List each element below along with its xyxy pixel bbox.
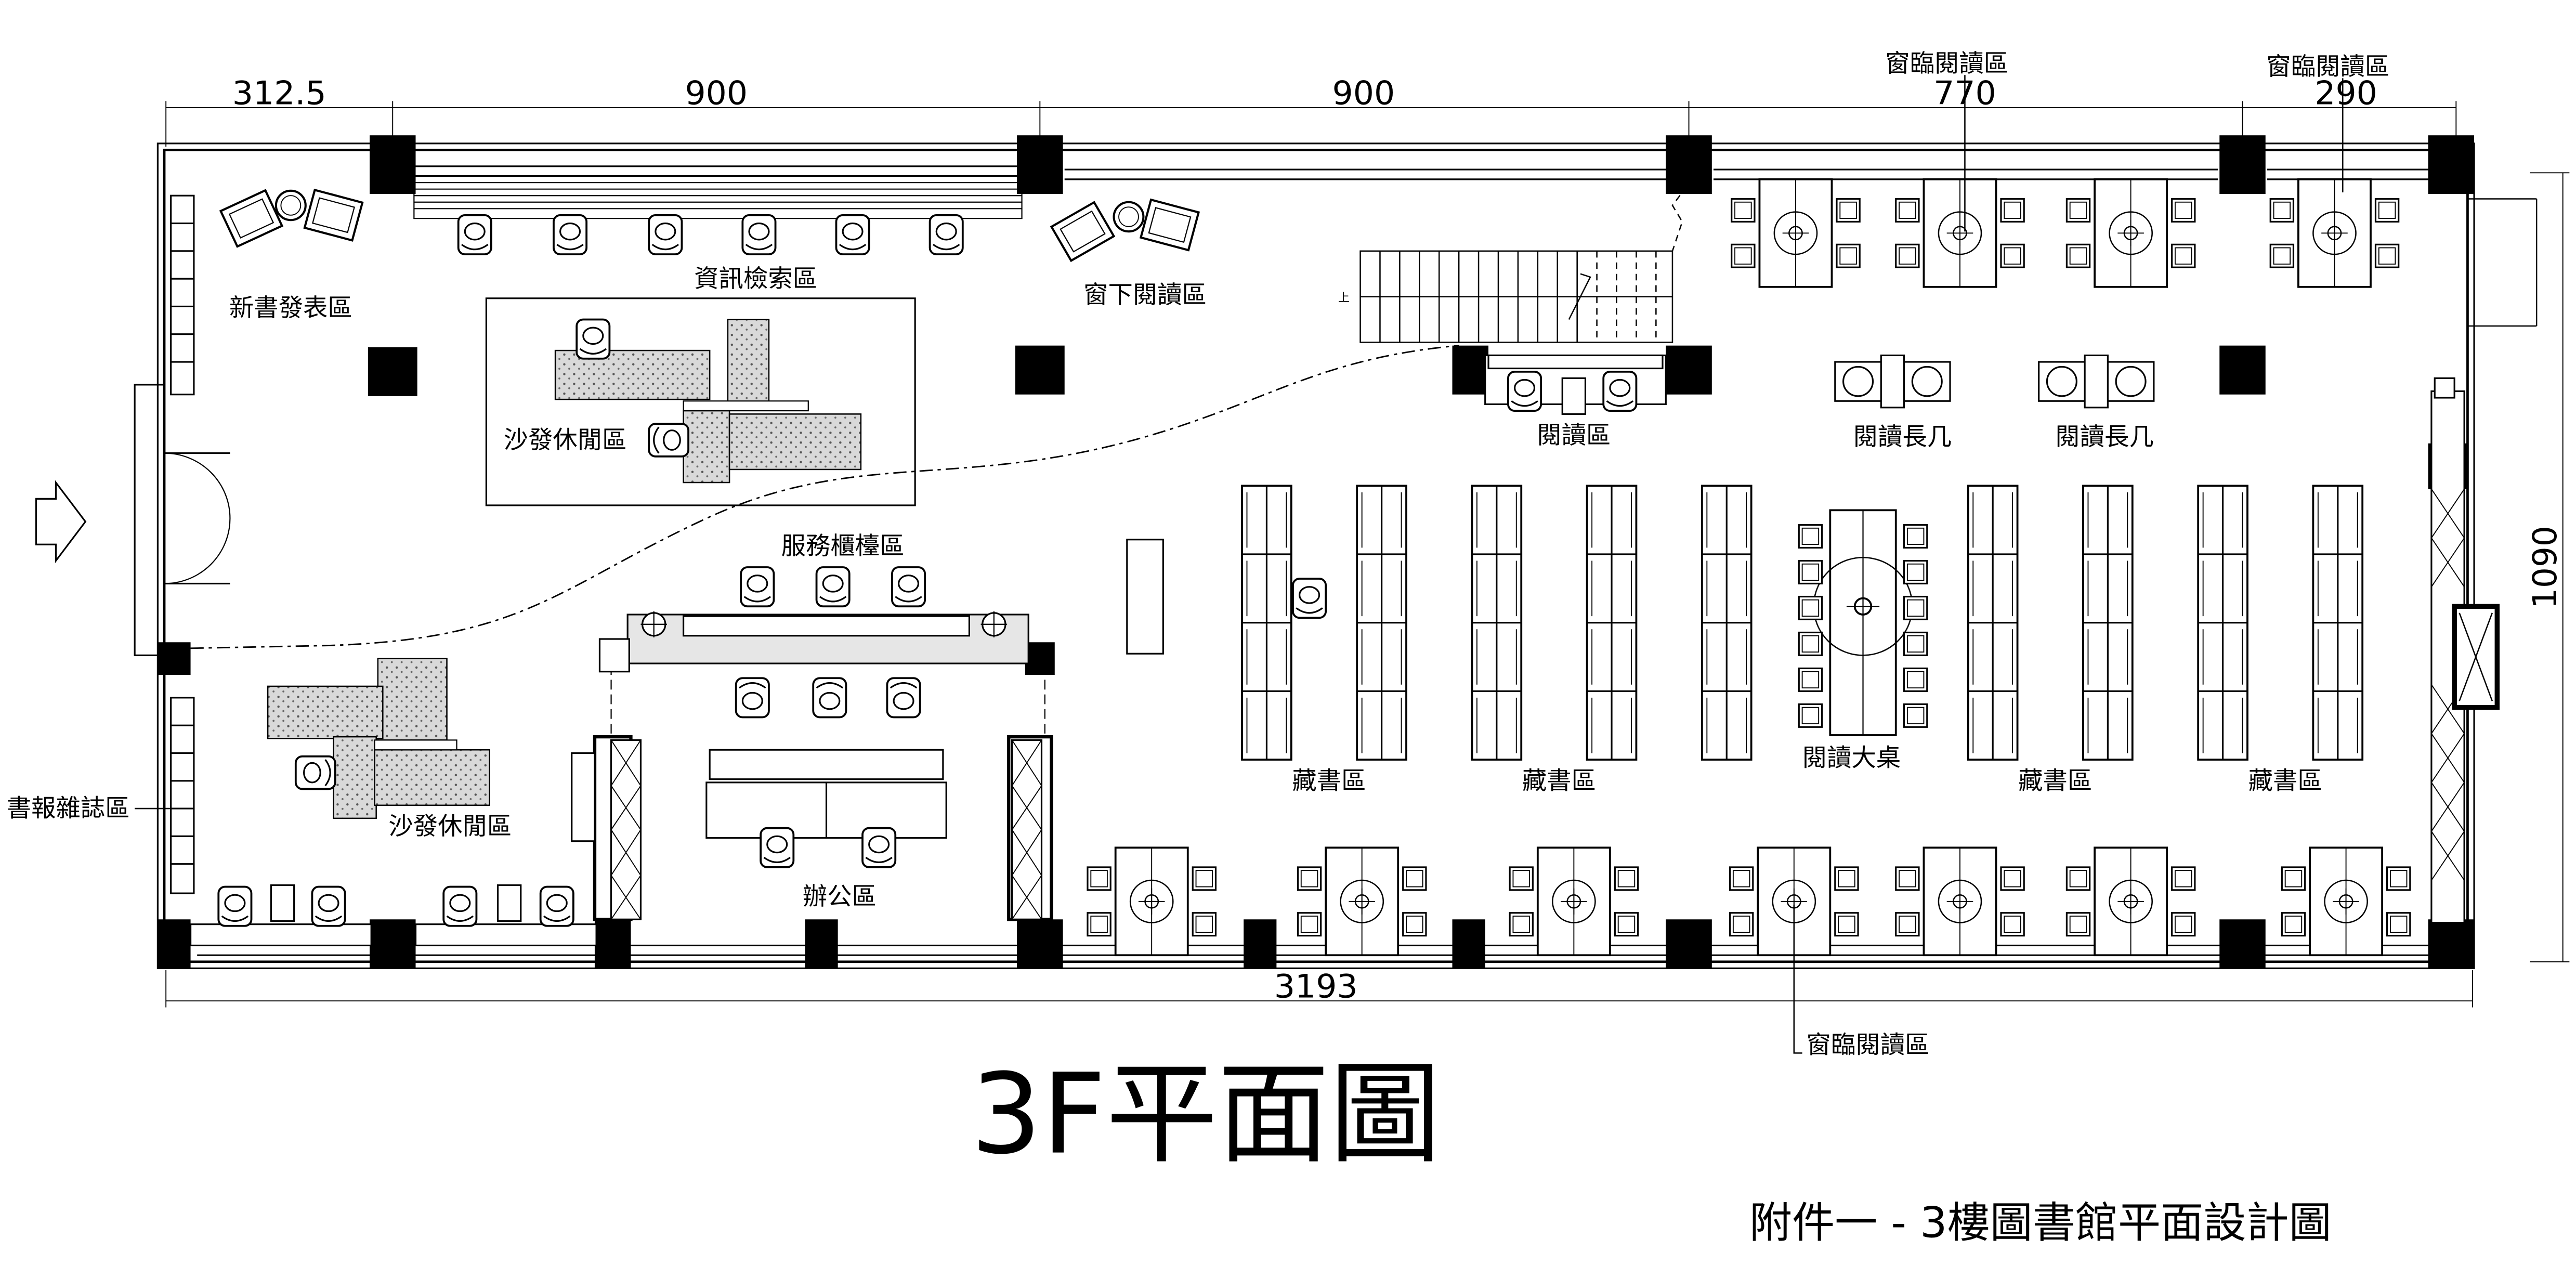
stair-up-label: 上	[1338, 292, 1350, 305]
plan-title: 3F平面圖	[971, 1050, 1441, 1179]
entrance-door	[134, 384, 231, 656]
service-counter	[598, 566, 1029, 719]
label-stacks-3: 藏書區	[2018, 767, 2092, 796]
dimension-lines	[165, 101, 2570, 1008]
sofa-lounge-top	[485, 297, 916, 506]
right-wall-shelf	[2430, 377, 2500, 924]
reader-figure	[1292, 578, 1327, 619]
label-window-seat-3: 窗臨閱讀區	[1807, 1031, 1930, 1060]
label-office: 辦公區	[803, 882, 877, 911]
label-long-table-1: 閱讀長几	[1853, 423, 1952, 451]
label-long-table-2: 閱讀長几	[2055, 423, 2154, 451]
plan-subtitle: 附件一 - 3樓圖書館平面設計圖	[1749, 1198, 2332, 1248]
long-tables	[1834, 354, 2155, 409]
label-service-counter: 服務櫃檯區	[781, 532, 905, 560]
label-window-seat-1: 窗臨閱讀區	[1885, 49, 2008, 78]
dim-top-1: 312.5	[232, 74, 326, 112]
top-window-tables	[1732, 179, 2399, 287]
label-stacks-4: 藏書區	[2248, 767, 2322, 796]
big-reading-table	[1798, 509, 1928, 736]
dim-top-2: 900	[685, 74, 748, 112]
info-search-seats	[457, 214, 964, 255]
dim-bottom: 3193	[1274, 968, 1358, 1006]
dim-top-5: 290	[2315, 74, 2377, 112]
label-window-seat-2: 窗臨閱讀區	[2266, 53, 2389, 81]
dim-top-3: 900	[1332, 74, 1395, 112]
right-side-door	[2467, 198, 2538, 327]
outer-walls	[156, 142, 2475, 969]
label-sofa-lounge-top: 沙發休閒區	[504, 426, 627, 454]
entrance-arrow-icon	[35, 480, 87, 564]
label-new-books: 新書發表區	[229, 294, 352, 322]
label-info-search: 資訊檢索區	[694, 265, 817, 293]
window-reading-lounge	[1050, 198, 1200, 263]
reading-zone-bench	[1484, 354, 1667, 415]
label-sofa-lounge-bottom: 沙發休閒區	[388, 812, 512, 841]
magazine-seating	[189, 884, 597, 946]
bottom-window-tables	[1088, 847, 2410, 955]
zone-labels: 新書發表區 資訊檢索區 窗下閱讀區 沙發休閒區 服務櫃檯區 閱讀區 閱讀長几 閱…	[7, 49, 2390, 1059]
label-big-table: 閱讀大桌	[1802, 744, 1901, 773]
office-dashed-lines	[610, 665, 1045, 737]
staircase	[1359, 175, 1683, 343]
new-books-lounge	[219, 188, 364, 248]
label-reading-zone: 閱讀區	[1537, 421, 1611, 450]
leader-lines	[135, 75, 2344, 1054]
label-magazines: 書報雜誌區	[7, 794, 130, 823]
label-stacks-1: 藏書區	[1292, 767, 1366, 796]
label-window-reading: 窗下閱讀區	[1083, 281, 1207, 309]
label-stacks-2: 藏書區	[1522, 767, 1596, 796]
dim-right: 1090	[2526, 526, 2564, 609]
window-blinds	[413, 182, 1023, 219]
left-wall-shelf	[170, 194, 195, 894]
sofa-lounge-bottom	[267, 658, 490, 819]
zone-boundary	[164, 345, 1459, 650]
office-area	[571, 539, 1164, 921]
